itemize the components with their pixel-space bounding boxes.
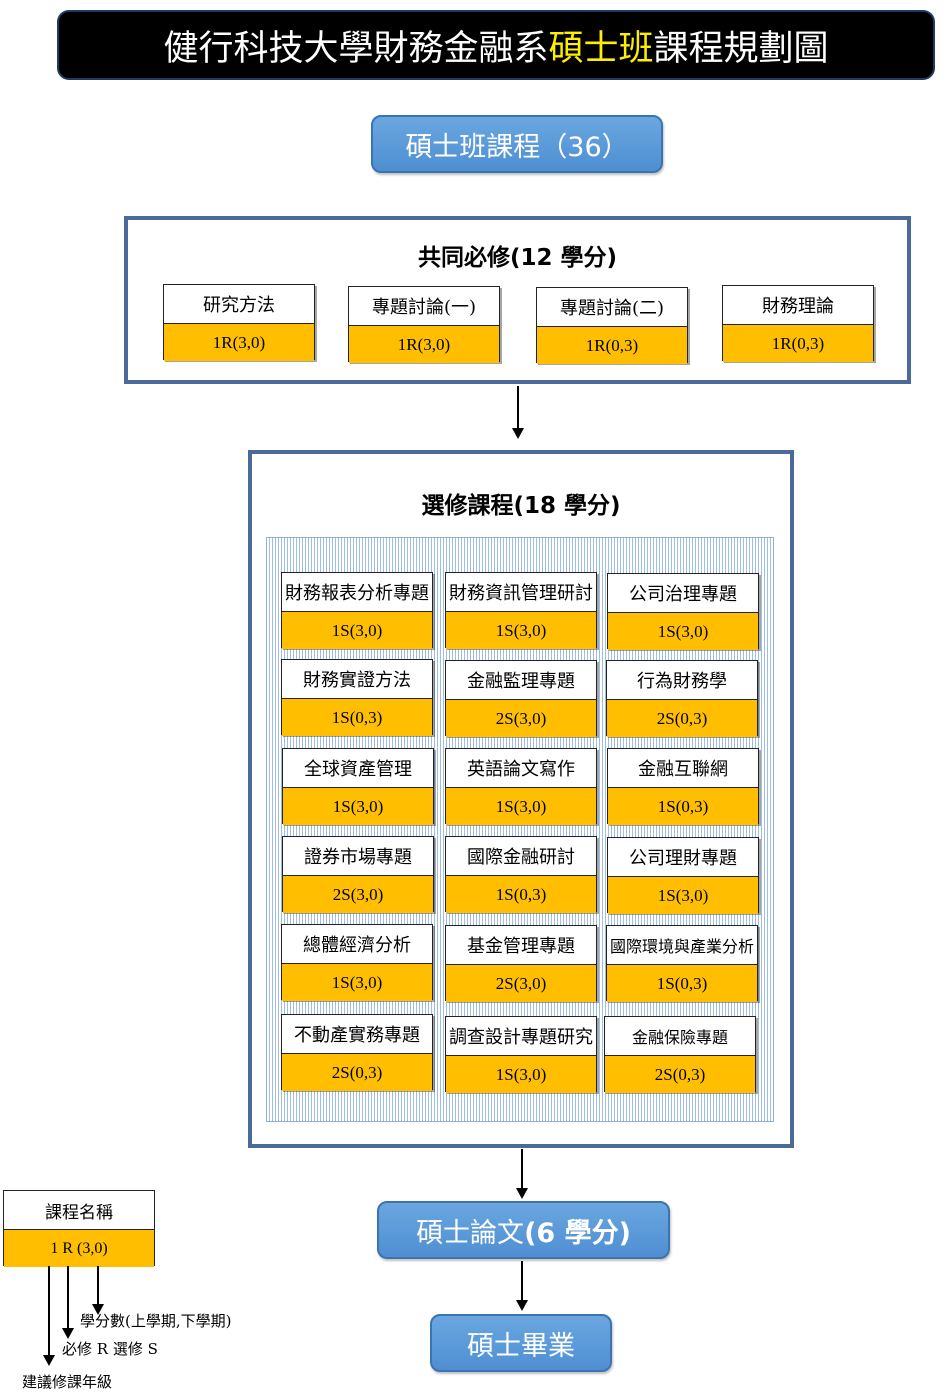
elective-course-card: 國際金融研討 1S(0,3): [445, 836, 597, 913]
graduate-node: 碩士畢業: [430, 1314, 612, 1372]
course-credit: 1S(3,0): [608, 877, 758, 914]
course-credit: 1S(0,3): [607, 965, 757, 1002]
arrow-head: [516, 1300, 528, 1311]
elective-course-card: 金融監理專題 2S(3,0): [445, 660, 597, 737]
course-name: 國際環境與產業分析: [607, 926, 757, 965]
required-title: 共同必修(12 學分): [417, 245, 618, 271]
course-name: 財務資訊管理研討: [446, 573, 596, 612]
elective-course-card: 財務報表分析專題 1S(3,0): [281, 572, 433, 649]
course-name: 公司治理專題: [608, 574, 758, 613]
course-name: 不動產實務專題: [282, 1015, 432, 1054]
elective-course-card: 調查設計專題研究 1S(3,0): [445, 1016, 597, 1093]
legend-arrow-head: [43, 1355, 55, 1366]
legend-arrow-head: [62, 1328, 74, 1339]
elective-course-card: 英語論文寫作 1S(3,0): [445, 748, 597, 825]
elective-course-card: 行為財務學 2S(0,3): [606, 660, 758, 737]
thesis-label: 碩士論文: [416, 1217, 525, 1249]
elective-course-card: 基金管理專題 2S(3,0): [445, 925, 597, 1002]
page-title: 健行科技大學財務金融系碩士班課程規劃圖: [57, 10, 935, 80]
course-name: 證券市場專題: [283, 837, 433, 876]
course-name: 調查設計專題研究: [446, 1017, 596, 1056]
arrow-head: [516, 1188, 528, 1199]
course-credit: 1S(3,0): [282, 612, 432, 649]
course-name: 財務實證方法: [282, 660, 432, 699]
legend-type-note: 必修 R 選修 S: [62, 1340, 158, 1358]
course-name: 研究方法: [164, 285, 314, 324]
legend-course-name: 課程名稱: [4, 1191, 154, 1230]
arrow-line: [521, 1149, 523, 1189]
legend-card: 課程名稱 1 R (3,0): [3, 1190, 155, 1267]
course-credit: 1S(3,0): [446, 788, 596, 825]
legend-year-note: 建議修課年級: [22, 1373, 113, 1391]
course-credit: 1S(3,0): [446, 612, 596, 649]
arrow-head: [512, 428, 524, 439]
course-name: 金融保險專題: [605, 1017, 755, 1056]
elective-course-card: 公司理財專題 1S(3,0): [607, 837, 759, 914]
program-label: 碩士班課程（36）: [405, 131, 629, 163]
course-credit: 1R(0,3): [723, 325, 873, 362]
elective-course-card: 公司治理專題 1S(3,0): [607, 573, 759, 650]
course-name: 全球資產管理: [283, 749, 433, 788]
elective-course-card: 總體經濟分析 1S(3,0): [281, 924, 433, 1001]
course-credit: 2S(0,3): [607, 700, 757, 737]
elective-course-card: 國際環境與產業分析 1S(0,3): [606, 925, 758, 1002]
course-credit: 1S(3,0): [608, 613, 758, 650]
elective-course-card: 金融互聯網 1S(0,3): [607, 748, 759, 825]
elective-course-card: 全球資產管理 1S(3,0): [282, 748, 434, 825]
course-name: 基金管理專題: [446, 926, 596, 965]
course-name: 總體經濟分析: [282, 925, 432, 964]
course-credit: 1R(3,0): [349, 326, 499, 363]
graduate-label: 碩士畢業: [467, 1330, 575, 1362]
course-name: 財務理論: [723, 286, 873, 325]
title-prefix: 健行科技大學財務金融系: [163, 28, 549, 69]
elective-title: 選修課程(18 學分): [421, 493, 621, 519]
elective-course-card: 財務實證方法 1S(0,3): [281, 659, 433, 736]
course-credit: 2S(3,0): [446, 965, 596, 1002]
required-course-card: 專題討論(一) 1R(3,0): [348, 286, 500, 363]
legend-arrow-line: [67, 1266, 69, 1330]
title-suffix: 課程規劃圖: [653, 28, 829, 69]
elective-course-card: 金融保險專題 2S(0,3): [604, 1016, 756, 1093]
legend-arrow-line: [97, 1266, 99, 1306]
required-course-card: 財務理論 1R(0,3): [722, 285, 874, 362]
course-name: 行為財務學: [607, 661, 757, 700]
legend-arrow-line: [48, 1266, 50, 1357]
course-credit: 1S(0,3): [282, 699, 432, 736]
elective-course-card: 財務資訊管理研討 1S(3,0): [445, 572, 597, 649]
course-credit: 1S(3,0): [283, 788, 433, 825]
course-name: 金融互聯網: [608, 749, 758, 788]
thesis-node: 碩士論文(6 學分): [377, 1201, 670, 1259]
course-credit: 1R(0,3): [537, 327, 687, 364]
title-highlight: 碩士班: [548, 28, 654, 69]
legend-credit: 1 R (3,0): [4, 1230, 154, 1267]
course-name: 專題討論(一): [349, 287, 499, 326]
course-name: 財務報表分析專題: [282, 573, 432, 612]
legend-arrow-head: [92, 1304, 104, 1315]
course-credit: 1R(3,0): [164, 324, 314, 361]
course-credit: 2S(3,0): [283, 876, 433, 913]
course-name: 公司理財專題: [608, 838, 758, 877]
required-course-card: 專題討論(二) 1R(0,3): [536, 287, 688, 364]
course-credit: 1S(0,3): [446, 876, 596, 913]
required-course-card: 研究方法 1R(3,0): [163, 284, 315, 361]
course-name: 英語論文寫作: [446, 749, 596, 788]
arrow-line: [521, 1261, 523, 1301]
course-credit: 1S(3,0): [446, 1056, 596, 1093]
course-credit: 1S(0,3): [608, 788, 758, 825]
elective-course-card: 不動產實務專題 2S(0,3): [281, 1014, 433, 1091]
course-credit: 1S(3,0): [282, 964, 432, 1001]
course-name: 金融監理專題: [446, 661, 596, 700]
course-credit: 2S(0,3): [605, 1056, 755, 1093]
course-credit: 2S(3,0): [446, 700, 596, 737]
legend-credits-note: 學分數(上學期,下學期): [80, 1312, 232, 1330]
elective-course-card: 證券市場專題 2S(3,0): [282, 836, 434, 913]
course-credit: 2S(0,3): [282, 1054, 432, 1091]
course-name: 專題討論(二): [537, 288, 687, 327]
thesis-credits: (6 學分): [524, 1217, 631, 1249]
course-name: 國際金融研討: [446, 837, 596, 876]
program-node: 碩士班課程（36）: [371, 115, 663, 173]
arrow-line: [517, 386, 519, 429]
